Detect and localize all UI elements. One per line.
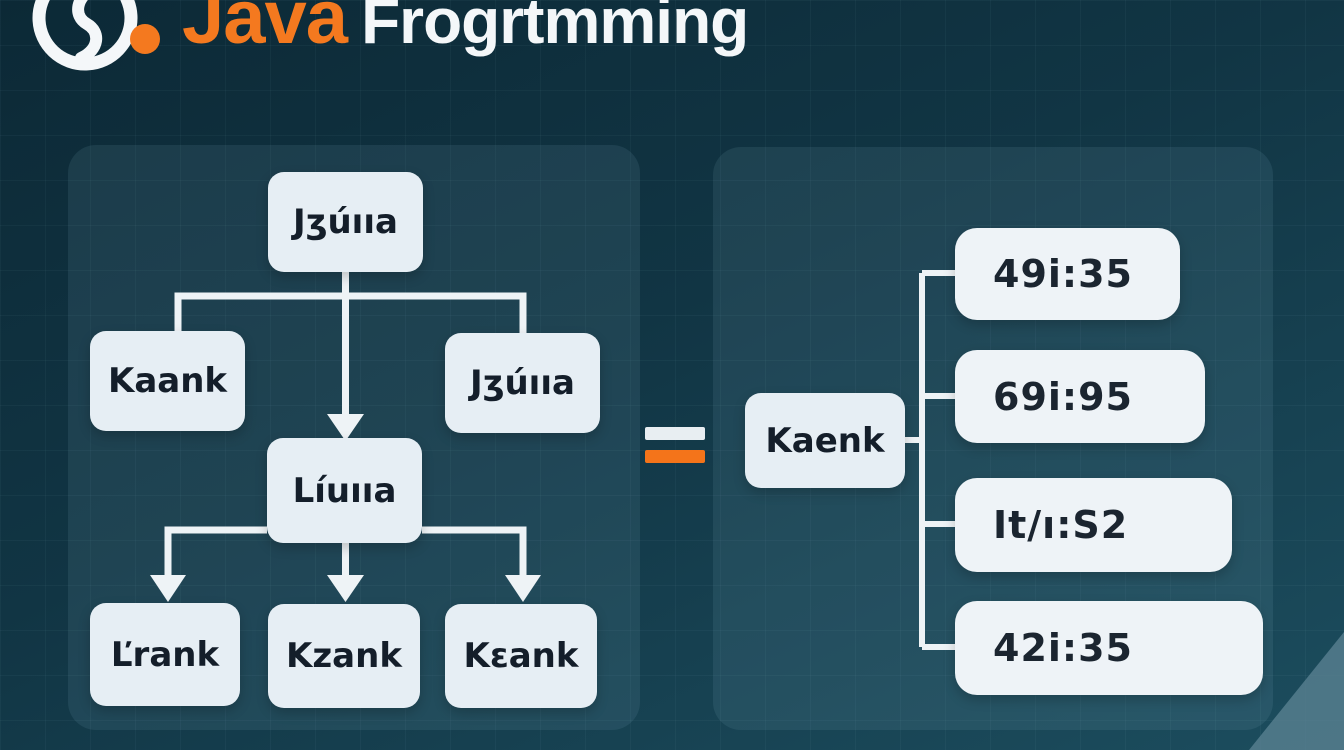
equals-bottom-bar xyxy=(645,450,705,463)
leaf-item-4: 42i:35 xyxy=(955,601,1263,695)
leaf-item-2: 69i:95 xyxy=(955,350,1205,443)
node-level2-left: Kaank xyxy=(90,331,245,431)
equals-icon xyxy=(645,427,705,463)
node-level4-3: Kεank xyxy=(445,604,597,708)
node-right-root: Kaenk xyxy=(745,393,905,488)
equals-top-bar xyxy=(645,427,705,440)
leaf-item-1: 49i:35 xyxy=(955,228,1180,320)
node-level4-2: Kzank xyxy=(268,604,420,708)
brand-title-java: Java xyxy=(182,0,348,60)
node-level4-1: Ľrank xyxy=(90,603,240,706)
node-root: Jʒúııa xyxy=(268,172,423,272)
brand-title-programming: Frogrtmming xyxy=(361,0,749,57)
node-level2-right: Jʒúııa xyxy=(445,333,600,433)
brand-logo-icon xyxy=(32,0,160,71)
node-level3-center: Líuııa xyxy=(267,438,422,543)
leaf-item-3: It/ı:S2 xyxy=(955,478,1232,572)
